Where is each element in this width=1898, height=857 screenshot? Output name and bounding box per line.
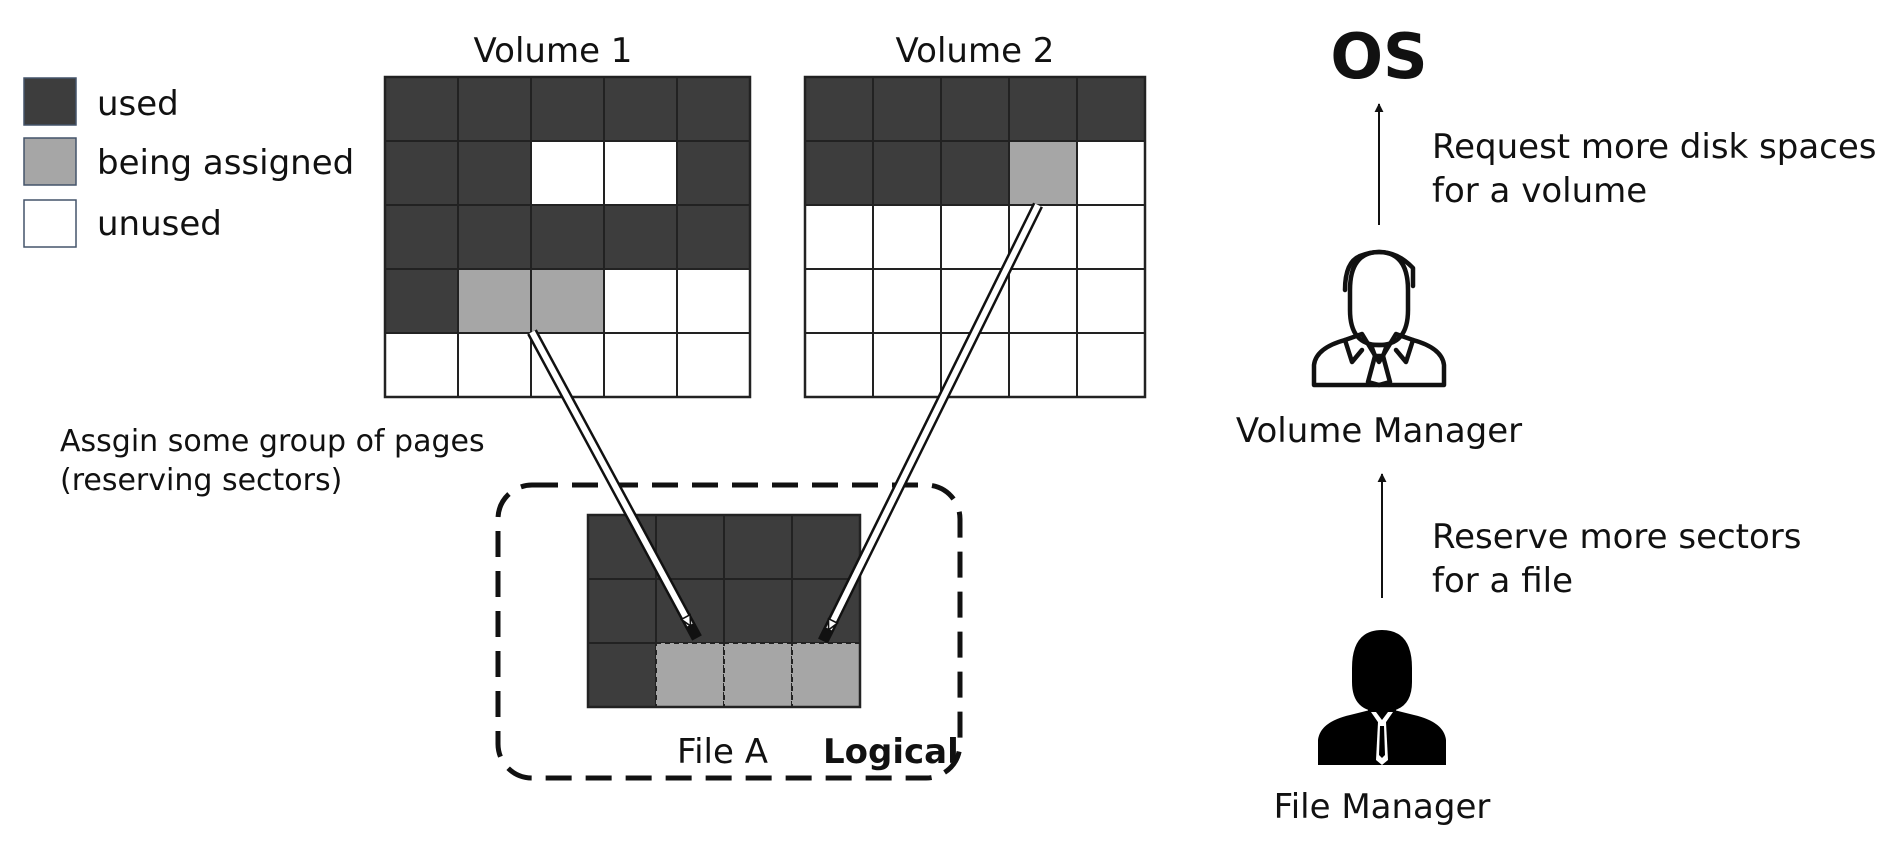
reserve-note-line1: Reserve more sectors — [1432, 517, 1802, 557]
volume1-cell-r5-c4-unused — [603, 332, 678, 398]
volume-manager-label: Volume Manager — [1236, 411, 1522, 451]
file-a-cell-r3-c2-being-assigned — [655, 642, 725, 708]
volume1-cell-r1-c4-used — [603, 76, 678, 142]
volume1-cell-r2-c4-unused — [603, 140, 678, 206]
volume1-cell-r1-c2-used — [457, 76, 532, 142]
file-a-cell-r2-c1-used — [587, 578, 657, 644]
volume1-cell-r4-c4-unused — [603, 268, 678, 334]
file-a-border — [586, 513, 862, 709]
file-a-cell-r3-c3-being-assigned — [723, 642, 793, 708]
volume2-cell-r2-c3-used — [940, 140, 1010, 206]
assign-note-line1: Assgin some group of pages — [60, 424, 485, 459]
volume1-grid — [383, 75, 752, 399]
volume2-cell-r2-c4-being-assigned — [1008, 140, 1078, 206]
file-a-cell-r1-c4-used — [791, 514, 861, 580]
volume2-cell-r5-c1-unused — [804, 332, 874, 398]
legend-swatch-being-assigned — [23, 137, 77, 186]
volume2-cell-r2-c5-unused — [1076, 140, 1146, 206]
volume1-cell-r3-c5-used — [676, 204, 751, 270]
volume2-cell-r5-c2-unused — [872, 332, 942, 398]
businessman-outline-icon — [1311, 249, 1447, 388]
legend-swatch-used — [23, 77, 77, 126]
volume2-cell-r2-c2-used — [872, 140, 942, 206]
volume1-cell-r1-c1-used — [384, 76, 459, 142]
assign-note-line2: (reserving sectors) — [60, 463, 342, 498]
volume2-cell-r2-c1-used — [804, 140, 874, 206]
volume1-cell-r1-c3-used — [530, 76, 605, 142]
volume2-cell-r5-c5-unused — [1076, 332, 1146, 398]
volume1-cell-r3-c1-used — [384, 204, 459, 270]
volume2-cell-r4-c2-unused — [872, 268, 942, 334]
volume1-cell-r5-c5-unused — [676, 332, 751, 398]
volume2-cell-r3-c5-unused — [1076, 204, 1146, 270]
volume2-cell-r3-c2-unused — [872, 204, 942, 270]
volume2-cell-r1-c2-used — [872, 76, 942, 142]
volume1-cell-r4-c5-unused — [676, 268, 751, 334]
file-a-cell-r3-c4-being-assigned — [791, 642, 861, 708]
volume2-cell-r4-c4-unused — [1008, 268, 1078, 334]
volume2-border — [803, 75, 1147, 399]
reserve-note-line2: for a file — [1432, 561, 1573, 601]
file-a-cell-r1-c3-used — [723, 514, 793, 580]
volume2-cell-r5-c4-unused — [1008, 332, 1078, 398]
legend: used being assigned unused — [23, 77, 354, 248]
volume2-cell-r4-c1-unused — [804, 268, 874, 334]
volume1-title: Volume 1 — [474, 31, 633, 71]
logical-label: Logical — [823, 732, 959, 772]
assign-arrow-volume1-inner — [529, 330, 693, 625]
volume1-cell-r2-c2-used — [457, 140, 532, 206]
volume2-cell-r3-c3-unused — [940, 204, 1010, 270]
volume1-cell-r1-c5-used — [676, 76, 751, 142]
os-label: OS — [1330, 20, 1427, 93]
file-manager-label: File Manager — [1274, 787, 1491, 827]
volume2-cell-r3-c1-unused — [804, 204, 874, 270]
volume1-cell-r3-c4-used — [603, 204, 678, 270]
volume2-grid — [803, 75, 1147, 399]
volume2-cell-r1-c5-used — [1076, 76, 1146, 142]
volume2-cell-r4-c5-unused — [1076, 268, 1146, 334]
legend-swatch-unused — [23, 199, 77, 248]
volume2-cell-r1-c3-used — [940, 76, 1010, 142]
assign-arrow-volume2-inner — [826, 203, 1041, 629]
volume1-cell-r4-c1-used — [384, 268, 459, 334]
volume1-cell-r2-c5-used — [676, 140, 751, 206]
volume1-cell-r2-c3-unused — [530, 140, 605, 206]
volume1-cell-r3-c2-used — [457, 204, 532, 270]
legend-label-unused: unused — [97, 204, 222, 244]
volume1-cell-r2-c1-used — [384, 140, 459, 206]
volume2-title: Volume 2 — [896, 31, 1055, 71]
volume1-cell-r4-c2-being-assigned — [457, 268, 532, 334]
file-a-cell-r2-c3-used — [723, 578, 793, 644]
volume1-cell-r5-c2-unused — [457, 332, 532, 398]
volume2-cell-r1-c1-used — [804, 76, 874, 142]
businessman-silhouette-icon — [1318, 630, 1446, 765]
file-a-cell-r3-c1-used — [587, 642, 657, 708]
logical-file-container — [495, 482, 963, 781]
volume1-cell-r5-c1-unused — [384, 332, 459, 398]
volume1-cell-r3-c3-used — [530, 204, 605, 270]
legend-label-being-assigned: being assigned — [97, 143, 354, 183]
volume2-cell-r1-c4-used — [1008, 76, 1078, 142]
legend-label-used: used — [97, 84, 179, 124]
volume1-cell-r4-c3-being-assigned — [530, 268, 605, 334]
file-a-grid — [586, 513, 862, 709]
request-note-line2: for a volume — [1432, 171, 1647, 211]
request-note-line1: Request more disk spaces — [1432, 127, 1877, 167]
file-a-label: File A — [677, 732, 768, 772]
